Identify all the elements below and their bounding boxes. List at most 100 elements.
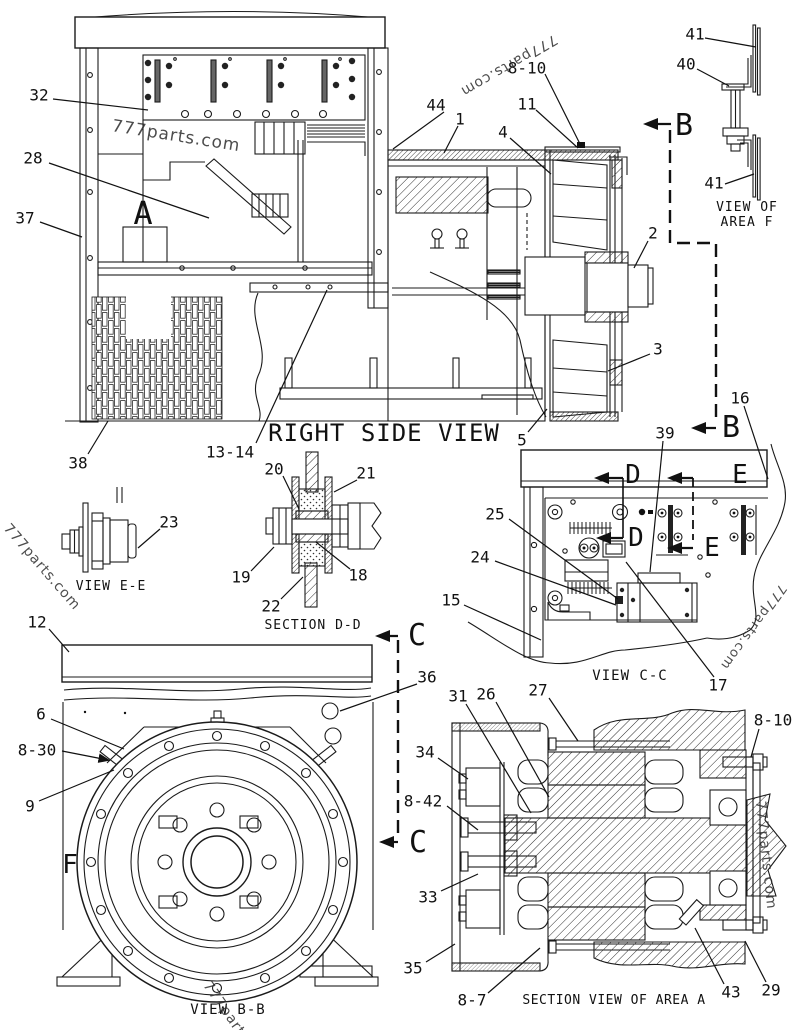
callout-4: 4 (498, 123, 508, 142)
leader-line-17 (625, 561, 715, 678)
callout-22: 22 (261, 597, 280, 616)
section-letter-E: E (704, 533, 720, 563)
callout-39: 39 (655, 424, 674, 443)
callout-8-7: 8-7 (458, 991, 487, 1010)
leader-line-13-14 (255, 289, 328, 444)
section-letter-B: B (675, 108, 693, 143)
section-letter-D: D (628, 523, 644, 553)
callout-38: 38 (68, 454, 87, 473)
callout-24: 24 (470, 548, 489, 567)
callout-9: 9 (25, 797, 35, 816)
coil-upper (569, 522, 612, 534)
leader-line-2 (633, 240, 649, 269)
callout-28: 28 (23, 149, 42, 168)
view-title-5: SECTION D-D (264, 618, 361, 633)
callout-40: 40 (676, 55, 695, 74)
callout-32: 32 (29, 86, 48, 105)
view-title-1: VIEW OF (716, 200, 778, 215)
callout-19: 19 (231, 568, 250, 587)
section-letter-E: E (732, 460, 748, 490)
leader-line-11 (535, 109, 579, 149)
section-letter-B: B (722, 410, 740, 445)
view-title-7: SECTION VIEW OF AREA A (522, 993, 705, 1008)
leader-line-8-10 (544, 73, 582, 147)
view-title-3: VIEW C-C (592, 668, 667, 684)
leader-line-35 (425, 943, 456, 963)
leader-line-38 (87, 420, 109, 455)
leader-line-5 (527, 408, 548, 433)
leader-line-8-10 (750, 728, 760, 758)
leader-line-3 (607, 353, 651, 372)
section-dd-drawing (265, 451, 382, 608)
leader-line-18 (315, 541, 351, 570)
cut-line-c (375, 630, 400, 848)
leader-line-6 (50, 718, 125, 750)
callout-29: 29 (761, 981, 780, 1000)
callout-5: 5 (517, 431, 527, 450)
callout-3: 3 (653, 340, 663, 359)
main-shaft (504, 793, 787, 897)
right-side-view-drawing (65, 11, 547, 423)
terminal-block-e (729, 505, 757, 555)
callout-labels: 3228373813-144414118-1023541404116392524… (15, 25, 792, 1010)
leader-line-36 (339, 683, 418, 712)
shaft-coupling (584, 251, 654, 323)
callout-16: 16 (730, 389, 749, 408)
callout-37: 37 (15, 209, 34, 228)
callout-18: 18 (348, 566, 367, 585)
callout-35: 35 (403, 959, 422, 978)
view-bb-drawing (56, 644, 379, 1003)
section-letter-C: C (409, 825, 427, 860)
bolt-panel (144, 57, 356, 119)
cut-line-d (594, 472, 624, 544)
leader-line-8-30 (61, 750, 111, 763)
callout-8-10: 8-10 (508, 59, 547, 78)
view-cc-drawing (467, 443, 787, 665)
view-title-4: VIEW E-E (76, 579, 147, 594)
callout-15: 15 (441, 591, 460, 610)
callout-11: 11 (517, 95, 536, 114)
leader-line-19 (250, 546, 275, 572)
callout-12: 12 (27, 613, 46, 632)
callout-26: 26 (476, 685, 495, 704)
callout-8-42: 8-42 (404, 792, 443, 811)
leader-line-44 (392, 111, 445, 150)
leader-line-9 (38, 769, 115, 802)
leader-line-24 (494, 560, 617, 606)
flywheel-housing-circles (76, 721, 358, 1003)
rotor-core (517, 751, 684, 941)
callout-36: 36 (417, 668, 436, 687)
leader-line-26 (495, 701, 550, 798)
callout-6: 6 (36, 705, 46, 724)
leader-line-34 (437, 757, 469, 780)
callout-43: 43 (721, 983, 740, 1002)
callout-8-10: 8-10 (754, 711, 793, 730)
leader-line-21 (333, 479, 358, 493)
view-title-2: AREA F (721, 215, 774, 230)
leader-line-31 (465, 703, 532, 814)
leader-line-25 (508, 518, 619, 600)
leader-line-8-42 (446, 805, 479, 831)
section-letter-D: D (625, 460, 641, 490)
leader-line-4 (509, 137, 552, 175)
leader-line-20 (282, 475, 300, 510)
callout-27: 27 (528, 681, 547, 700)
callout-31: 31 (448, 687, 467, 706)
coil-lower (567, 582, 612, 594)
leader-line-39 (649, 440, 664, 573)
view-title-0: RIGHT SIDE VIEW (268, 419, 500, 447)
callout-41: 41 (704, 174, 723, 193)
callout-44: 44 (426, 96, 445, 115)
view-area-f-drawing (721, 24, 761, 201)
cut-line-e (667, 472, 694, 554)
callout-34: 34 (415, 743, 434, 762)
leader-line-43 (694, 927, 725, 985)
callout-leader-lines (38, 37, 769, 994)
callout-13-14: 13-14 (206, 443, 254, 462)
cut-line-b (643, 118, 718, 434)
callout-2: 2 (648, 224, 658, 243)
leader-line-27 (548, 697, 579, 742)
leader-line-37 (39, 221, 83, 238)
